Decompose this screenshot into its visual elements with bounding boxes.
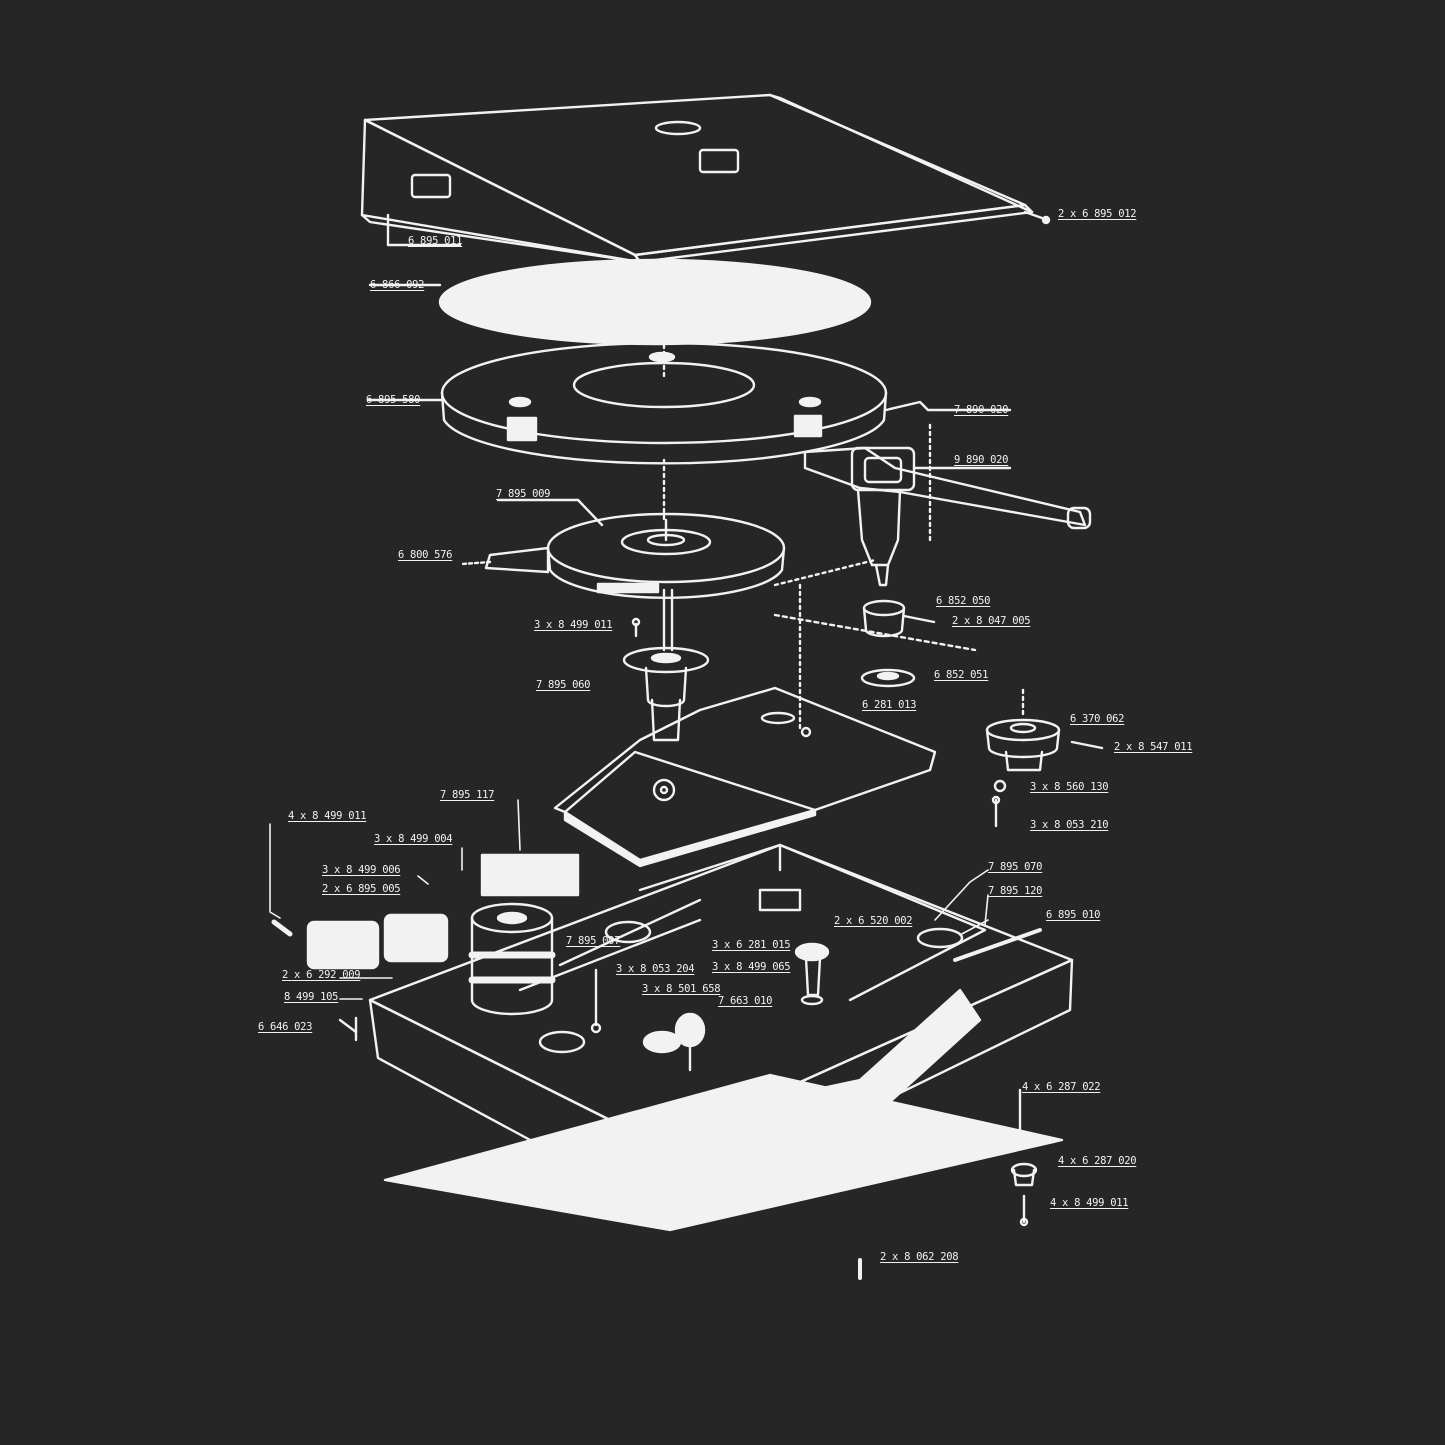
part-label: 2 x 8 547 011: [1114, 741, 1193, 753]
part-label: 7 895 007: [566, 935, 621, 947]
speed-knob: [985, 688, 1104, 828]
part-label: 6 866 092: [370, 279, 425, 291]
part-label: 7 663 010: [718, 995, 773, 1007]
part-label: 4 x 8 499 011: [288, 810, 367, 822]
part-label: 8 499 105: [284, 991, 339, 1003]
platter-mat: [368, 258, 872, 346]
part-label: 6 370 062: [1070, 713, 1125, 725]
part-label: 3 x 8 053 204: [616, 963, 695, 975]
part-label: 3 x 6 281 015: [712, 939, 791, 951]
part-label: 7 895 120: [988, 885, 1043, 897]
part-label: 7 895 009: [496, 488, 551, 500]
part-label: 6 852 050: [936, 595, 991, 607]
part-label: 6 646 023: [258, 1021, 313, 1033]
control-knobs: [338, 927, 964, 1072]
armboard-plate: [553, 583, 977, 868]
part-label: 3 x 8 499 065: [712, 961, 791, 973]
part-label: 7 895 117: [440, 789, 495, 801]
switch-blocks: [271, 913, 449, 970]
sub-platter: [460, 498, 786, 599]
part-label: 6 895 010: [1046, 909, 1101, 921]
tonearm: [773, 400, 1092, 587]
dust-cover: [360, 93, 1051, 264]
arm-base-parts: [860, 599, 936, 688]
part-label: 3 x 8 053 210: [1030, 819, 1109, 831]
part-label: 2 x 6 895 012: [1058, 208, 1137, 220]
platter: [366, 341, 888, 522]
part-label: 3 x 8 501 658: [642, 983, 721, 995]
part-label: 3 x 8 560 130: [1030, 781, 1109, 793]
spindle-bearing: [622, 588, 710, 742]
part-label: 6 895 580: [366, 394, 421, 406]
part-label: 6 281 013: [862, 699, 917, 711]
part-label: 7 895 060: [536, 679, 591, 691]
part-label: 7 895 070: [988, 861, 1043, 873]
part-label: 6 852 051: [934, 669, 989, 681]
part-label: 2 x 6 895 005: [322, 883, 401, 895]
part-label: 7 890 020: [954, 404, 1009, 416]
part-label: 4 x 8 499 011: [1050, 1197, 1129, 1209]
part-label: 2 x 8 047 005: [952, 615, 1031, 627]
part-label: 2 x 8 062 208: [880, 1251, 959, 1263]
bottom-plate: [383, 1073, 1064, 1280]
part-label: 6 895 011: [408, 235, 463, 247]
part-label: 3 x 8 499 011: [534, 619, 613, 631]
motor: [468, 853, 580, 1016]
leader-lines: [269, 799, 989, 1000]
part-label: 3 x 8 499 004: [374, 833, 453, 845]
part-label: 2 x 6 520 002: [834, 915, 913, 927]
part-label: 4 x 6 287 020: [1058, 1155, 1137, 1167]
part-label: 3 x 8 499 006: [322, 864, 401, 876]
part-label: 6 800 576: [398, 549, 453, 561]
part-label: 4 x 6 287 022: [1022, 1081, 1101, 1093]
part-label: 9 890 020: [954, 454, 1009, 466]
part-label: 2 x 6 292 009: [282, 969, 361, 981]
